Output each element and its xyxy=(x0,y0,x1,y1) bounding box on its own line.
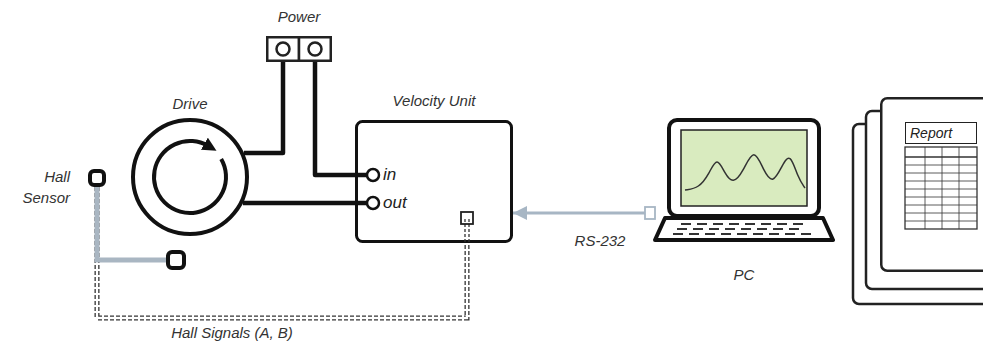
node-label: Drive xyxy=(172,95,207,113)
rotation-arrow xyxy=(154,141,226,213)
wire-line xyxy=(243,201,355,206)
table-row-line xyxy=(905,181,977,182)
connector-label: RS-232 xyxy=(572,232,629,249)
connector-label: Hall Signals (A, B) xyxy=(168,324,296,341)
node-outline xyxy=(266,36,332,62)
power-terminal: Power xyxy=(266,36,332,62)
keyboard-key xyxy=(801,233,811,235)
port-terminal xyxy=(367,169,379,181)
laptop-base xyxy=(655,218,833,240)
port-label: out xyxy=(383,193,407,213)
keyboard-key xyxy=(693,228,703,230)
keyboard-key xyxy=(793,223,803,225)
serial-line xyxy=(513,212,655,215)
hall-sensor-element xyxy=(90,171,104,185)
terminal-cell xyxy=(267,37,299,61)
keyboard-key xyxy=(713,223,723,225)
node-label: PC xyxy=(734,266,755,284)
keyboard-key xyxy=(757,228,767,230)
pc-laptop: PC xyxy=(655,118,833,246)
wire-line xyxy=(244,62,283,153)
port-lead xyxy=(355,201,367,206)
port-lead xyxy=(355,173,367,178)
hall-sensor-element xyxy=(168,252,184,268)
port-pin xyxy=(468,219,469,222)
table-row-line xyxy=(905,173,977,174)
keyboard-key xyxy=(745,223,755,225)
laptop-lid xyxy=(669,120,819,216)
keyboard-key xyxy=(769,233,779,235)
table-row-line xyxy=(905,197,977,198)
keyboard-key xyxy=(677,228,687,230)
table-column-line xyxy=(942,147,943,229)
serial-link xyxy=(513,213,655,214)
port-label: in xyxy=(383,165,396,185)
keyboard-key xyxy=(689,233,699,235)
keyboard-key xyxy=(697,223,707,225)
hall-input-port xyxy=(461,212,473,224)
node-outline xyxy=(88,169,106,187)
keyboard-key xyxy=(741,228,751,230)
report-document: Report xyxy=(880,97,983,272)
port-terminal xyxy=(367,197,379,209)
keyboard-key xyxy=(773,228,783,230)
table-row-line xyxy=(905,189,977,190)
keyboard-key xyxy=(761,223,771,225)
node-outline xyxy=(655,118,833,246)
laptop-screen xyxy=(681,130,807,206)
keyboard-key xyxy=(737,233,747,235)
node-outline xyxy=(355,120,513,243)
node-label: Hall Sensor xyxy=(10,166,70,208)
keyboard-key xyxy=(777,223,787,225)
keyboard-key xyxy=(681,223,691,225)
power-wire xyxy=(244,62,283,153)
port-pin xyxy=(464,219,465,222)
keyboard-key xyxy=(789,228,799,230)
table-row-line xyxy=(905,156,977,157)
signal-stub xyxy=(464,224,465,242)
keyboard-key xyxy=(721,233,731,235)
node-label: Power xyxy=(278,8,321,26)
keyboard-key xyxy=(753,233,763,235)
table-row-line xyxy=(905,165,977,166)
keyboard-key xyxy=(725,228,735,230)
keyboard-key xyxy=(705,233,715,235)
wire-line xyxy=(315,62,355,175)
signal-stub xyxy=(468,224,469,242)
velocity-unit-box: Velocity Unit xyxy=(355,120,513,243)
unit-housing xyxy=(357,122,512,242)
signal-trace xyxy=(685,155,805,190)
drive-housing xyxy=(133,120,247,234)
power-wire xyxy=(243,203,355,204)
table-column-line xyxy=(959,147,960,229)
keyboard-key xyxy=(729,223,739,225)
terminal-screw xyxy=(309,43,322,56)
power-wire xyxy=(315,62,355,175)
table-row-line xyxy=(905,213,977,214)
table-column-line xyxy=(925,147,926,229)
serial-plug xyxy=(645,207,655,219)
drive-motor: Drive xyxy=(131,118,249,236)
keyboard-key xyxy=(673,233,683,235)
node-label: Velocity Unit xyxy=(393,92,476,110)
node-outline xyxy=(131,118,249,236)
keyboard-key xyxy=(785,233,795,235)
table-row-line xyxy=(905,205,977,206)
keyboard-key xyxy=(709,228,719,230)
terminal-cell xyxy=(299,37,331,61)
hall-sensor: Hall Sensor xyxy=(88,169,106,187)
report-page xyxy=(881,98,983,271)
node-label: Report xyxy=(905,122,977,144)
terminal-screw xyxy=(277,43,290,56)
report-table xyxy=(905,147,977,229)
table-row-line xyxy=(905,221,977,222)
